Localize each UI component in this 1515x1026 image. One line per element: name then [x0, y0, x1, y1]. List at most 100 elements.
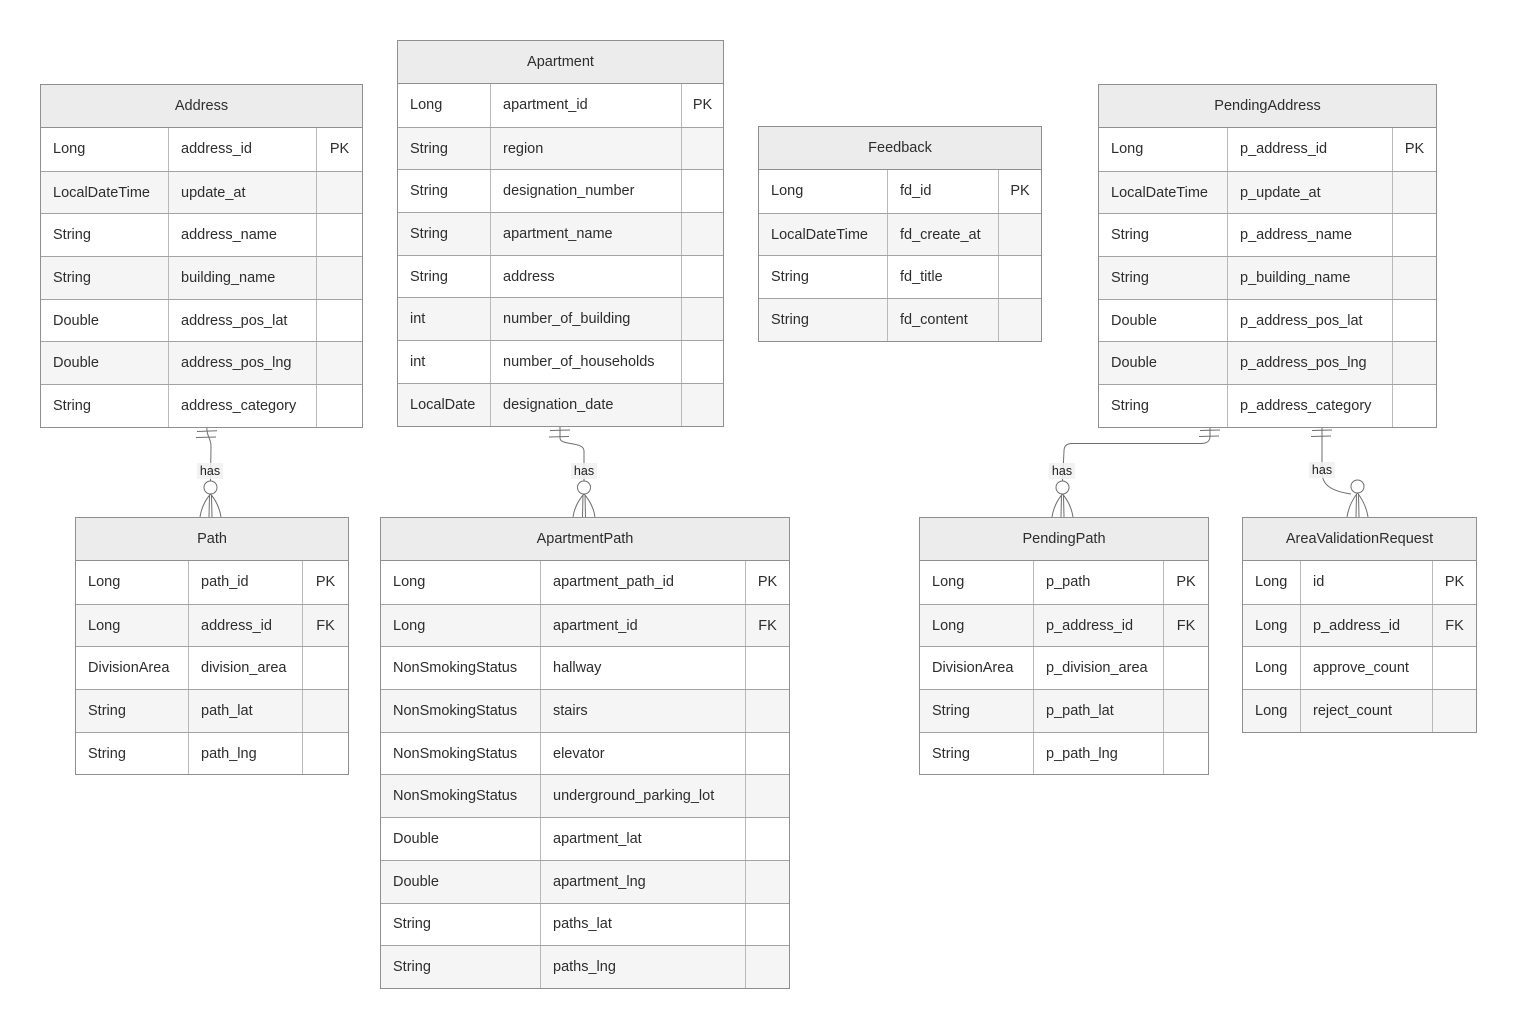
attribute-key: [746, 861, 789, 903]
attribute-type: Double: [1099, 342, 1228, 385]
attribute-type: NonSmokingStatus: [381, 775, 541, 818]
attribute-name: p_update_at: [1228, 171, 1393, 214]
relationship-label[interactable]: has: [570, 463, 598, 479]
attribute-key: [1393, 257, 1436, 299]
attribute-key: [303, 647, 348, 689]
relationship-label[interactable]: has: [1308, 462, 1336, 478]
attribute-key: [746, 733, 789, 775]
attribute-name: designation_date: [491, 383, 682, 426]
attribute-type: Long: [1243, 561, 1301, 604]
attribute-type: Long: [759, 170, 888, 213]
attribute-type: String: [398, 255, 491, 298]
attribute-type: String: [1099, 385, 1228, 427]
relationship-label[interactable]: has: [1048, 463, 1076, 479]
attribute-name: paths_lng: [541, 946, 746, 988]
attribute-type: LocalDate: [398, 383, 491, 426]
relationship-label[interactable]: has: [196, 463, 224, 479]
attribute-name: reject_count: [1301, 690, 1433, 732]
attribute-key: PK: [692, 97, 713, 114]
attribute-key: [746, 946, 789, 988]
attribute-name: address_id: [189, 604, 303, 647]
relationship-apartment-apartmentpath[interactable]: [548, 425, 596, 518]
attribute-type: Long: [76, 604, 189, 647]
attribute-key: [682, 128, 723, 170]
attribute-key: FK: [316, 617, 335, 634]
attribute-name: p_address_name: [1228, 214, 1393, 257]
relationship-address-path[interactable]: [195, 425, 222, 518]
crow-foot-many-icon: [199, 493, 222, 518]
entity-title: Address: [41, 85, 362, 128]
attribute-type: String: [76, 690, 189, 732]
relationship-line: [206, 425, 212, 482]
attribute-key: [1393, 214, 1436, 256]
zero-marker-icon: [203, 480, 218, 495]
attribute-name: building_name: [169, 257, 317, 299]
attribute-type: String: [920, 732, 1034, 775]
attribute-name: p_division_area: [1034, 647, 1164, 690]
relationship-pendingaddress-pendingpath[interactable]: [1051, 426, 1221, 518]
attribute-key: [682, 256, 723, 298]
exactly-one-marker-icon: [548, 429, 571, 438]
attribute-type: String: [76, 732, 189, 775]
attribute-key: PK: [1176, 574, 1196, 591]
crow-foot-many-icon: [1346, 492, 1369, 518]
attribute-key: PK: [757, 574, 778, 591]
attribute-key: [1433, 690, 1476, 732]
attribute-key: [682, 384, 723, 426]
attribute-name: path_id: [189, 561, 303, 604]
relationship-pendingaddress-areavalidationrequest[interactable]: [1310, 426, 1369, 518]
attribute-type: NonSmokingStatus: [381, 647, 541, 690]
crow-foot-many-icon: [572, 493, 596, 518]
attribute-name: elevator: [541, 732, 746, 775]
attribute-name: fd_title: [888, 256, 999, 299]
attribute-name: p_address_pos_lng: [1228, 342, 1393, 385]
attribute-type: String: [1099, 214, 1228, 257]
attribute-type: Double: [41, 342, 169, 385]
attribute-type: Long: [381, 561, 541, 604]
attribute-name: paths_lat: [541, 903, 746, 946]
attribute-type: Long: [1099, 128, 1228, 171]
attribute-type: String: [920, 690, 1034, 732]
attribute-name: address_pos_lat: [169, 299, 317, 342]
attribute-key: [1164, 647, 1208, 689]
attribute-name: p_path_lng: [1034, 732, 1164, 775]
attribute-type: Long: [76, 561, 189, 604]
attribute-key: PK: [315, 574, 336, 591]
relationship-line: [559, 425, 585, 481]
attribute-key: [1164, 733, 1208, 775]
attribute-name: apartment_lng: [541, 860, 746, 903]
attribute-name: p_address_id: [1228, 128, 1393, 171]
attribute-key: [746, 904, 789, 946]
entity-title: PendingAddress: [1099, 85, 1436, 128]
attribute-name: p_path: [1034, 561, 1164, 604]
attribute-name: apartment_id: [491, 84, 682, 127]
attribute-key: [1393, 342, 1436, 384]
attribute-key: [1164, 690, 1208, 732]
